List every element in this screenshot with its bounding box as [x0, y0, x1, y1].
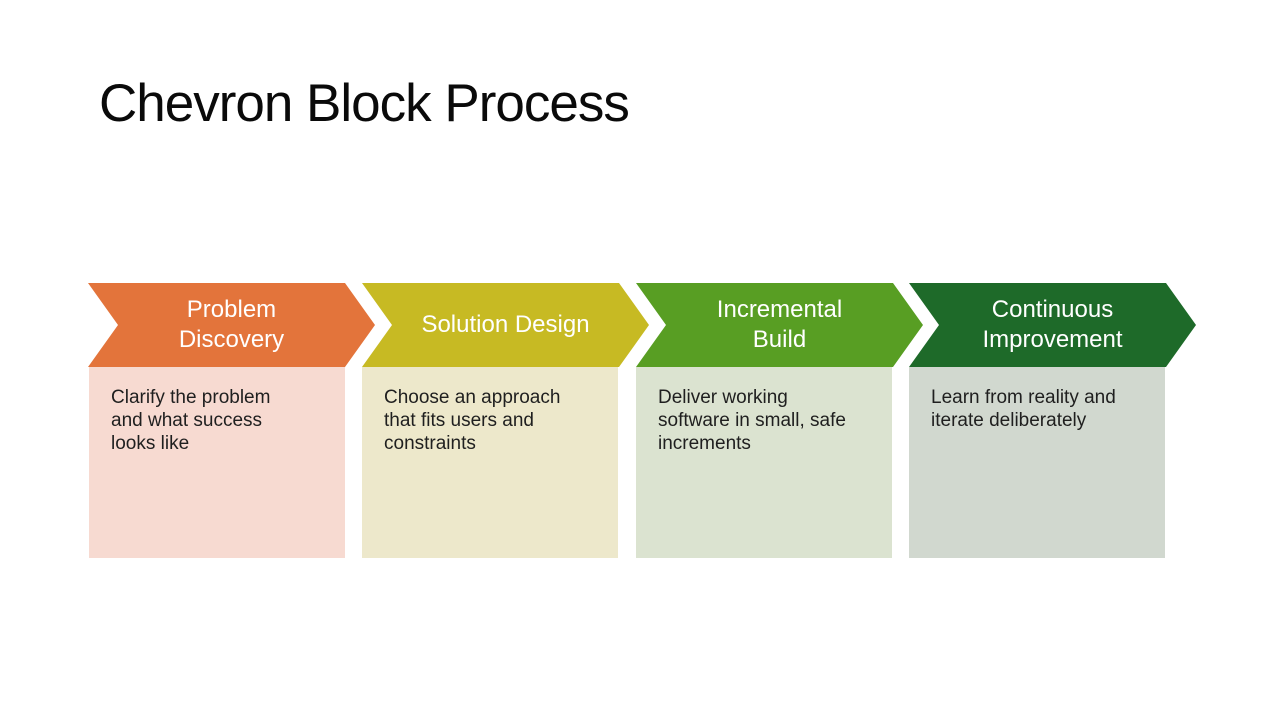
chevron-label-incremental-build: Incremental Build: [716, 296, 843, 353]
chevron-solution-design: Solution Design: [362, 283, 649, 367]
description-block-problem-discovery: Clarify the problem and what success loo…: [89, 367, 345, 558]
chevron-label-continuous-improvement: Continuous Improvement: [982, 296, 1123, 353]
description-text-solution-design: Choose an approach that fits users and c…: [384, 387, 561, 454]
description-text-incremental-build: Deliver working software in small, safe …: [658, 387, 846, 454]
chevron-problem-discovery: Problem Discovery: [88, 283, 375, 367]
slide-title: Chevron Block Process: [99, 74, 630, 133]
chevron-continuous-improvement: Continuous Improvement: [909, 283, 1196, 367]
description-block-solution-design: Choose an approach that fits users and c…: [362, 367, 618, 558]
description-text-problem-discovery: Clarify the problem and what success loo…: [111, 387, 271, 454]
description-text-continuous-improvement: Learn from reality and iterate deliberat…: [931, 387, 1116, 431]
description-block-continuous-improvement: Learn from reality and iterate deliberat…: [909, 367, 1165, 558]
chevron-label-problem-discovery: Problem Discovery: [178, 296, 285, 353]
chevron-label-solution-design: Solution Design: [421, 311, 590, 338]
chevron-incremental-build: Incremental Build: [636, 283, 923, 367]
description-block-incremental-build: Deliver working software in small, safe …: [636, 367, 892, 558]
